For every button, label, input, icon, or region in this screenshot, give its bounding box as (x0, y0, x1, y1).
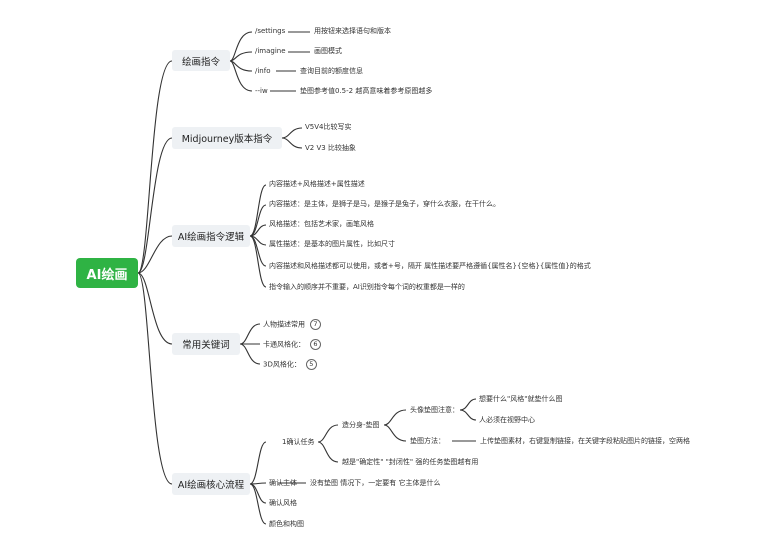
logic-item: 属性描述：是基本的图片属性，比如尺寸 (269, 240, 395, 248)
cmd-settings-desc: 用按钮来选择语句和版本 (314, 27, 391, 35)
keyword-3d[interactable]: 3D风格化： 5 (263, 359, 317, 370)
count-badge[interactable]: 6 (310, 339, 321, 350)
sub-reference-method: 垫图方法： (410, 437, 445, 445)
branch-prompt-logic[interactable]: AI绘画指令逻辑 (172, 225, 250, 247)
logic-item: 内容描述：是主体，是狮子是马，是猴子是兔子，穿什么衣服，在干什么。 (269, 200, 500, 208)
count-badge[interactable]: 7 (310, 319, 321, 330)
branch-core-process[interactable]: AI绘画核心流程 (172, 473, 250, 495)
logic-item: 内容描述和风格描述都可以使用，或者+号，隔开 属性描述要严格遵循{属性名}{空格… (269, 262, 591, 270)
root-node[interactable]: AI绘画 (76, 258, 138, 288)
sub-avatar-notes: 头像垫图注意： (410, 406, 459, 414)
keyword-cartoon[interactable]: 卡通风格化： 6 (263, 339, 321, 350)
logic-item: 内容描述+风格描述+属性描述 (269, 180, 365, 188)
keyword-people-label: 人物描述常用 (263, 320, 305, 329)
cmd-settings: /settings (255, 27, 286, 35)
logic-item: 风格描述：包括艺术家，画笔风格 (269, 220, 374, 228)
step-confirm-style: 确认风格 (269, 499, 297, 507)
keyword-cartoon-label: 卡通风格化： (263, 340, 305, 349)
branch-drawing-commands[interactable]: 绘画指令 (172, 50, 230, 71)
subject-desc: 没有垫图 情况下，一定要有 它主体是什么 (310, 479, 441, 487)
step-confirm-task: 1确认任务 (282, 438, 315, 446)
cmd-imagine: /imagine (255, 47, 286, 55)
version-realistic: V5V4比较写实 (305, 123, 352, 131)
step-confirm-subject: 确认主体 (269, 479, 297, 487)
step-color-composition: 颜色和构图 (269, 520, 304, 528)
cmd-info: /info (255, 67, 271, 75)
avatar-note-item: 人必须在视野中心 (479, 416, 535, 424)
cmd-imagine-desc: 画图模式 (314, 47, 342, 55)
count-badge[interactable]: 5 (305, 359, 317, 370)
branch-midjourney-versions[interactable]: Midjourney版本指令 (172, 127, 282, 149)
sub-clone-reference: 造分身-垫图 (342, 421, 380, 429)
cmd-iw-desc: 垫图参考值0.5-2 越高意味着参考原图越多 (300, 87, 433, 95)
logic-item: 指令输入的顺序并不重要，AI识别指令每个词的权重都是一样的 (269, 283, 465, 291)
avatar-note-item: 想要什么"风格"就垫什么图 (479, 395, 563, 403)
keyword-3d-label: 3D风格化： (263, 360, 301, 369)
cmd-info-desc: 查询目前的额度信息 (300, 67, 363, 75)
version-abstract: V2 V3 比较抽象 (305, 144, 356, 152)
branch-common-keywords[interactable]: 常用关键词 (172, 333, 240, 355)
cmd-iw: --iw (255, 87, 268, 95)
keyword-people[interactable]: 人物描述常用 7 (263, 319, 321, 330)
reference-method-item: 上传垫图素材，右键复制链接，在关键字段粘贴图片的链接，空两格 (480, 437, 690, 445)
sub-certainty-note: 越是"确定性" "封闭性" 强的任务垫图越有用 (342, 458, 479, 466)
